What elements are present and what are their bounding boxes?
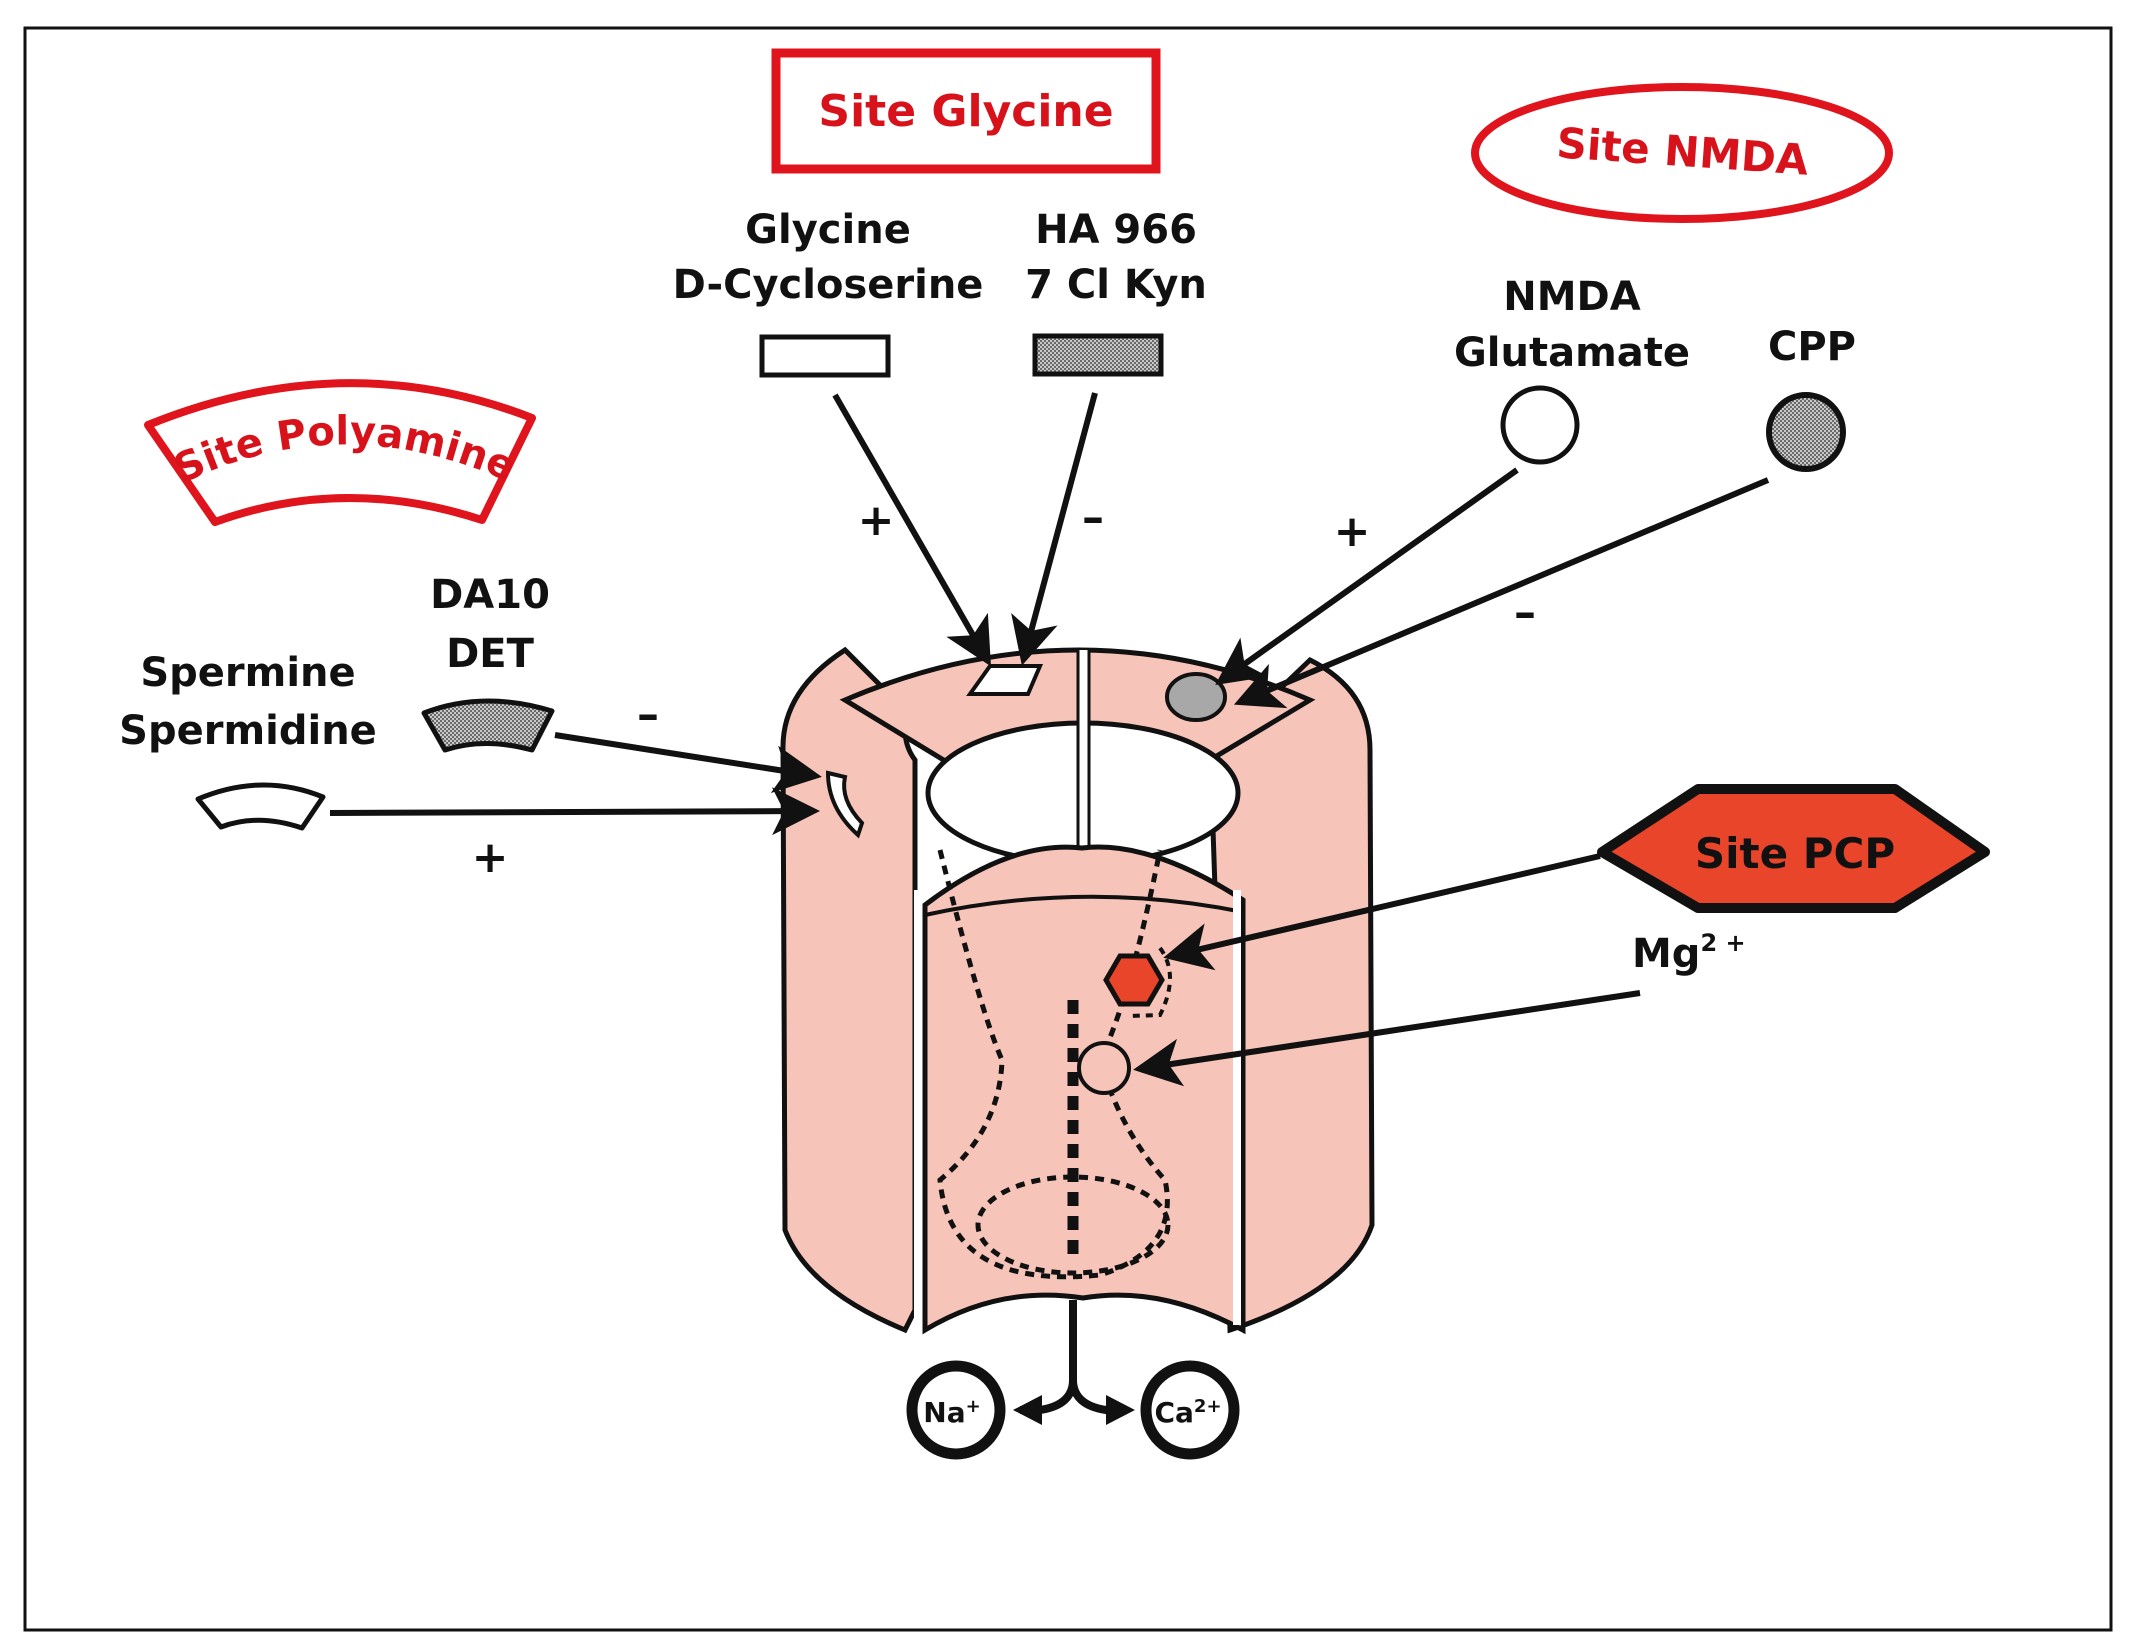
nmda-agonist-label-2: Glutamate [1454, 330, 1690, 376]
polyamine-binding-site [825, 770, 865, 839]
arrow-glycine-agonist [832, 393, 991, 667]
mg-binding-site [1077, 1041, 1131, 1095]
mg-blocker-label: Mg2 + [1632, 929, 1746, 977]
svg-text:Ca2+: Ca2+ [1154, 1396, 1221, 1429]
glycine-agonist-label-2: D-Cycloserine [673, 262, 984, 308]
nmda-antagonist-symbol [1766, 392, 1846, 472]
pcp-binding-site [1103, 953, 1165, 1007]
polyamine-antagonist-label-1: DA10 [430, 572, 550, 618]
ion-sodium: Na+ [906, 1360, 1006, 1460]
nmda-antagonist-label: CPP [1768, 324, 1856, 370]
nmda-binding-site [1165, 672, 1227, 722]
polyamine-antagonist-symbol [421, 698, 555, 753]
glycine-agonist-symbol [759, 334, 891, 378]
arrow-pcp [1163, 853, 1601, 971]
site-nmda-ellipse: Site NMDA [1471, 83, 1893, 223]
arrow-glycine-antagonist [1011, 392, 1098, 666]
effect-polyamine-agonist: + [472, 832, 509, 883]
glycine-antagonist-label-2: 7 Cl Kyn [1025, 262, 1207, 308]
glycine-antagonist-symbol [1032, 333, 1164, 377]
figure-frame [23, 26, 2113, 1632]
ion-calcium: Ca2+ [1140, 1360, 1240, 1460]
polyamine-agonist-label-2: Spermidine [119, 708, 377, 754]
site-glycine-box: Site Glycine [771, 48, 1161, 174]
nmda-channel [780, 646, 1375, 1335]
effect-nmda-antagonist: – [1514, 587, 1536, 638]
polyamine-antagonist-label-2: DET [446, 631, 535, 677]
nmda-agonist-symbol [1500, 385, 1580, 465]
arrow-polyamine-antagonist [554, 732, 822, 794]
arrow-mg [1133, 990, 1641, 1087]
effect-glycine-agonist: + [858, 495, 895, 546]
glycine-antagonist-label-1: HA 966 [1035, 207, 1197, 253]
effect-polyamine-antagonist: – [637, 689, 659, 740]
polyamine-agonist-label-1: Spermine [140, 650, 355, 696]
ion-flow [1013, 1300, 1135, 1425]
site-polyamine-banner: Site Polyamine [144, 379, 536, 526]
site-glycine-label: Site Glycine [818, 86, 1113, 137]
effect-glycine-antagonist: – [1082, 492, 1104, 543]
glycine-agonist-label-1: Glycine [745, 207, 911, 253]
effect-nmda-agonist: + [1334, 506, 1371, 557]
arrow-nmda-agonist [1215, 467, 1519, 685]
site-pcp-label: Site PCP [1695, 829, 1895, 878]
arrow-nmda-antagonist [1233, 477, 1770, 709]
nmda-agonist-label-1: NMDA [1503, 274, 1640, 320]
site-pcp-hexagon: Site PCP [1597, 784, 1990, 913]
arrow-polyamine-agonist [329, 787, 820, 836]
svg-text:Na+: Na+ [923, 1396, 980, 1429]
glycine-binding-site [966, 664, 1044, 696]
polyamine-agonist-symbol [195, 782, 326, 831]
